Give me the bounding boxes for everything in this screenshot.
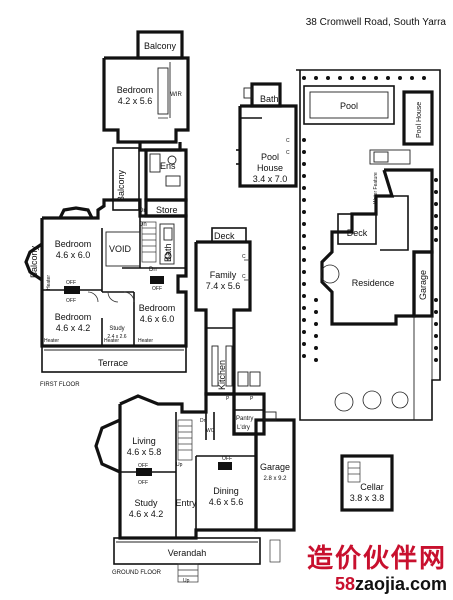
pool-outline — [303, 85, 395, 125]
balcony-top-label: Balcony — [144, 41, 177, 51]
balcony-side-outline — [112, 147, 140, 211]
bedroom-c-label: Bedroom — [139, 303, 176, 313]
heater-marker-4: Heater — [46, 275, 52, 290]
watermark-chinese: 造价伙伴网 — [306, 544, 447, 574]
living-size: 4.6 x 5.8 — [127, 447, 162, 457]
bath-first-label: Bath — [163, 243, 173, 262]
deck-site-label: Deck — [347, 228, 368, 238]
dn-marker-4: Dn — [200, 418, 207, 424]
bedroom-top-walls — [102, 56, 190, 144]
terrace-outline — [41, 345, 187, 373]
store-label: Store — [156, 205, 178, 215]
study-first-size: 2.4 x 2.6 — [107, 334, 126, 340]
dining-size: 4.6 x 5.6 — [209, 497, 244, 507]
garage-site-label: Garage — [418, 270, 428, 300]
pool-house-plan — [236, 82, 298, 188]
terrace-label: Terrace — [98, 358, 128, 368]
bedroom-top-size: 4.2 x 5.6 — [118, 96, 153, 106]
garage-outline — [254, 418, 296, 532]
pool-house-label: Pool — [261, 152, 279, 162]
heater-marker-2: Heater — [104, 338, 119, 344]
balcony-left-label: Balcony — [29, 245, 39, 278]
dn-marker-2: Dn — [139, 222, 147, 228]
ground-floor-label: GROUND FLOOR — [112, 570, 162, 576]
off-marker-3: OFF — [152, 286, 162, 292]
balcony-side-label: Balcony — [116, 169, 126, 202]
study-first-label: Study — [109, 326, 124, 332]
site-plan — [296, 69, 441, 512]
ground-floor-walls — [118, 392, 258, 540]
address-title: 38 Cromwell Road, South Yarra — [306, 17, 447, 28]
ens-label: Ens — [160, 161, 176, 171]
entry-label: Entry — [175, 498, 197, 508]
residence-label: Residence — [352, 278, 395, 288]
c-marker-4: C — [242, 274, 246, 280]
garage-size: 2.8 x 9.2 — [263, 476, 287, 482]
void-label: VOID — [109, 244, 132, 254]
c-marker-3: C — [242, 254, 246, 260]
watermark-url-domain: zaojia.com — [354, 574, 447, 594]
heater-marker-3: Heater — [138, 338, 153, 344]
garage-site-outline — [412, 250, 434, 318]
pool-house-size: 3.4 x 7.0 — [253, 174, 288, 184]
watermark: 造价伙伴网 58zaojia.com — [277, 544, 447, 594]
first-floor — [24, 30, 190, 373]
c-marker-2: C — [286, 150, 290, 156]
pantry-label: Pantry — [236, 416, 253, 422]
garage-label: Garage — [260, 462, 290, 472]
up-marker-2: Up — [183, 578, 190, 584]
bedroom-b-size: 4.6 x 4.2 — [56, 323, 91, 333]
c-marker-1: C — [286, 138, 290, 144]
ground-floor — [94, 227, 296, 583]
bedroom-top-label: Bedroom — [117, 85, 154, 95]
off-marker-1: OFF — [66, 280, 76, 286]
study-ground-size: 4.6 x 4.2 — [129, 509, 164, 519]
off-marker-4: OFF — [138, 463, 148, 469]
verandah-label: Verandah — [168, 548, 207, 558]
dn-marker-3: Dn — [149, 267, 157, 273]
pool-label: Pool — [340, 101, 358, 111]
bedroom-c-size: 4.6 x 6.0 — [140, 314, 175, 324]
first-floor-walls — [40, 198, 188, 348]
living-label: Living — [132, 436, 156, 446]
deck-family-label: Deck — [214, 231, 235, 241]
cellar-label: Cellar — [360, 482, 384, 492]
watermark-url-number: 58 — [334, 574, 355, 594]
cellar-size: 3.8 x 3.8 — [350, 493, 385, 503]
kitchen-label: Kitchen — [217, 360, 227, 390]
off-marker-5: OFF — [138, 480, 148, 486]
pool-house-site-label: Pool House — [416, 102, 423, 138]
wc-label: WC — [206, 428, 215, 434]
p-marker-2: P — [250, 396, 254, 402]
dining-label: Dining — [213, 486, 239, 496]
bath-pool-label: Bath — [260, 94, 279, 104]
off-marker-6: OFF — [222, 456, 232, 462]
up-marker-1: Up — [176, 462, 183, 468]
site-trees — [302, 76, 438, 412]
wir-label: WIR — [170, 92, 182, 98]
family-size: 7.4 x 5.6 — [206, 281, 241, 291]
study-ground-label: Study — [134, 498, 158, 508]
bedroom-a-size: 4.6 x 6.0 — [56, 250, 91, 260]
heater-marker-1: Heater — [44, 338, 59, 344]
watermark-url: 58zaojia.com — [277, 574, 447, 594]
bedroom-a-label: Bedroom — [55, 239, 92, 249]
cellar-outline — [340, 454, 394, 512]
bedroom-b-label: Bedroom — [55, 312, 92, 322]
pool-house-label-2: House — [257, 163, 283, 173]
family-label: Family — [210, 270, 237, 280]
first-floor-label: FIRST FLOOR — [40, 382, 80, 388]
dn-marker-1: Dn — [139, 208, 147, 214]
laundry-label: L'dry — [237, 425, 250, 431]
pool-house-site-outline — [402, 90, 434, 146]
balcony-left-outline — [24, 242, 43, 282]
p-marker-1: P — [226, 396, 230, 402]
off-marker-2: OFF — [66, 298, 76, 304]
water-feature-label: Water Feature — [373, 172, 379, 204]
ensuite-outline — [144, 148, 188, 202]
